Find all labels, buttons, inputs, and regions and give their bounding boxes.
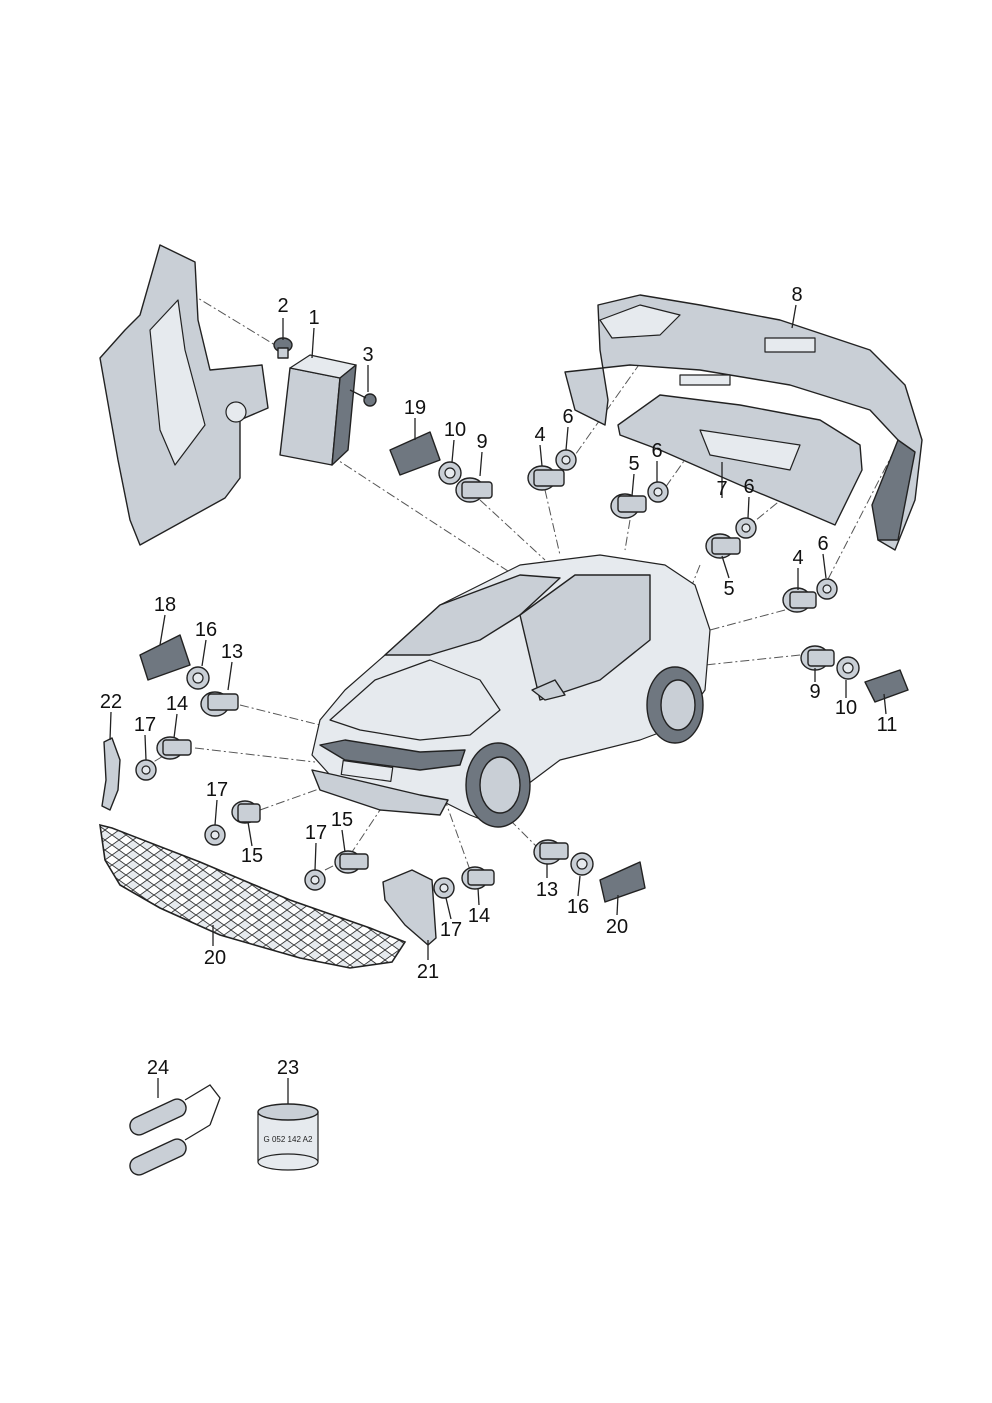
callout-12: 19 (404, 397, 426, 419)
sensor-ring-icon (816, 578, 838, 600)
parking-sensor-icon (461, 866, 495, 890)
callout-6: 6 (817, 533, 828, 555)
control-module-icon (279, 354, 357, 466)
parking-sensor-icon (705, 533, 741, 559)
sensor-ring-icon (735, 517, 757, 539)
callout-13: 13 (536, 879, 558, 901)
callout-6: 6 (651, 440, 662, 462)
callout-19: 20 (606, 916, 628, 938)
callout-8: 8 (791, 284, 802, 306)
sensor-ring-icon (204, 824, 226, 846)
sensor-ring-icon (438, 461, 462, 485)
vehicle-icon (311, 554, 711, 828)
callout-5: 5 (723, 578, 734, 600)
callout-21: 21 (417, 961, 439, 983)
callout-14: 14 (468, 905, 490, 927)
sensor-holder-icon (599, 861, 646, 903)
sensor-ring-icon (555, 449, 577, 471)
screw-icon (349, 389, 377, 407)
callout-6: 6 (562, 406, 573, 428)
callout-10: 10 (444, 419, 466, 441)
callout-7: 7 (716, 478, 727, 500)
sensor-ring-icon (836, 656, 860, 680)
bracket-right-icon (382, 869, 437, 946)
callout-17: 17 (206, 779, 228, 801)
callout-9: 9 (476, 431, 487, 453)
rear-bumper-trim-icon (617, 374, 863, 526)
sensor-holder-icon (864, 669, 909, 703)
callout-1: 1 (308, 307, 319, 329)
sensor-group (135, 431, 909, 903)
callout-15: 15 (331, 809, 353, 831)
sensor-ring-icon (186, 666, 210, 690)
parking-sensor-icon (800, 645, 835, 671)
callout-9: 9 (809, 681, 820, 703)
clip-icon (273, 337, 293, 359)
callout-4: 4 (534, 424, 545, 446)
callout-20: 20 (204, 947, 226, 969)
callout-24: 24 (147, 1057, 169, 1079)
callout-14: 14 (166, 693, 188, 715)
parking-sensor-icon (533, 839, 569, 865)
rear-bumper-cover-icon (564, 294, 923, 551)
callout-11: 11 (877, 714, 898, 736)
parking-sensor-icon (455, 477, 493, 503)
callout-16: 16 (567, 896, 589, 918)
lower-grille-icon (99, 823, 407, 969)
cable-icon (129, 1084, 221, 1176)
callout-18: 18 (154, 594, 176, 616)
sensor-ring-icon (647, 481, 669, 503)
adhesive-can-icon: G 052 142 A2 (257, 1103, 319, 1171)
callout-23: 23 (277, 1057, 299, 1079)
callout-13: 13 (221, 641, 243, 663)
parking-sensor-icon (156, 736, 192, 760)
parking-sensor-icon (334, 850, 369, 874)
callout-5: 5 (628, 453, 639, 475)
callout-labels: 2 1 3 19 10 9 4 6 5 6 7 8 6 5 4 6 9 10 1… (100, 284, 898, 1079)
parking-sensor-icon (782, 587, 817, 613)
sensor-ring-icon (570, 852, 594, 876)
callout-15: 15 (241, 845, 263, 867)
callout-4: 4 (792, 547, 803, 569)
parking-sensor-icon (200, 691, 239, 717)
bracket-left-icon (101, 737, 121, 811)
callout-17: 17 (134, 714, 156, 736)
callout-17: 17 (305, 822, 327, 844)
callout-22: 22 (100, 691, 122, 713)
callout-2: 2 (277, 295, 288, 317)
callout-17: 17 (440, 919, 462, 941)
adhesive-can-label: G 052 142 A2 (264, 1135, 313, 1144)
callout-10: 10 (835, 697, 857, 719)
sensor-holder-icon (389, 431, 441, 476)
sensor-ring-icon (304, 869, 326, 891)
sensor-ring-icon (433, 877, 455, 899)
parking-sensor-icon (610, 493, 647, 519)
callout-leaders (109, 304, 887, 1104)
sensor-ring-icon (135, 759, 157, 781)
callout-3: 3 (362, 344, 373, 366)
parking-sensor-icon (527, 465, 565, 491)
sensor-holder-icon (139, 634, 191, 681)
callout-6: 6 (743, 476, 754, 498)
parking-sensor-icon (231, 800, 261, 824)
callout-16: 16 (195, 619, 217, 641)
